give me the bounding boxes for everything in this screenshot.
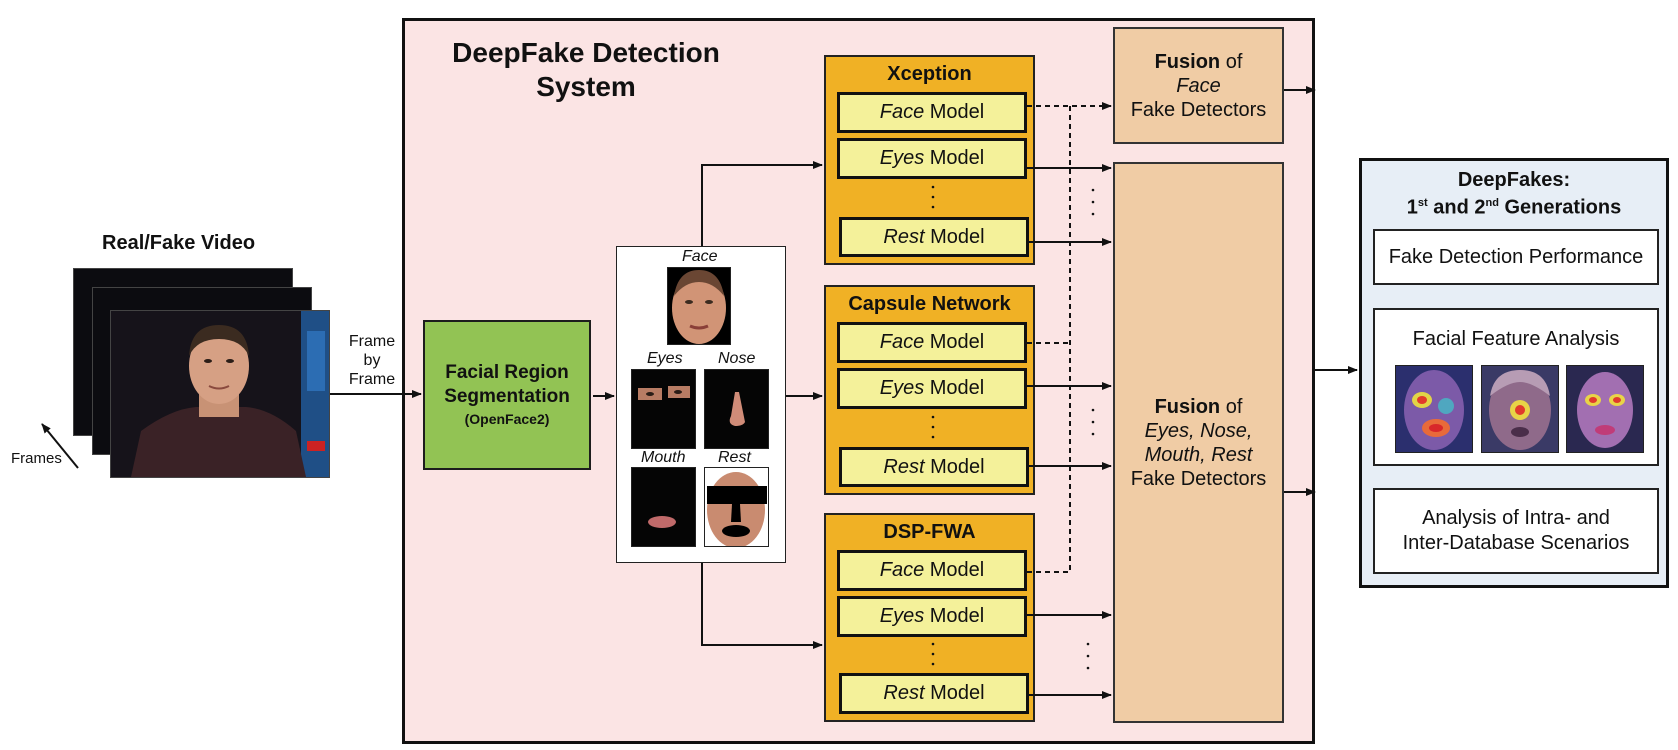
frames-arrow bbox=[41, 423, 79, 469]
result-text: Fake Detection Performance bbox=[1388, 245, 1644, 268]
intra-inter-database-analysis-box: Analysis of Intra- and Inter-Database Sc… bbox=[1373, 488, 1659, 574]
region-label-face: Face bbox=[682, 248, 718, 265]
fusion-regions-box: Fusion of Eyes, Nose, Mouth, Rest Fake D… bbox=[1113, 162, 1284, 723]
region-label-nose: Nose bbox=[718, 350, 756, 367]
result-text-line-2: Inter-Database Scenarios bbox=[1402, 532, 1630, 554]
heatmap-face-3 bbox=[1566, 365, 1644, 453]
frame-by-frame-label: Frame by Frame bbox=[336, 332, 408, 389]
gen-1: 1 bbox=[1406, 196, 1418, 219]
model-word: Model bbox=[929, 605, 985, 627]
results-title-line-2: 1st and 2nd Generations bbox=[1362, 192, 1666, 220]
gen-2-suffix: nd bbox=[1485, 197, 1499, 209]
facial-region-segmentation-box: Facial Region Segmentation (OpenFace2) bbox=[423, 320, 591, 470]
model-region: Eyes bbox=[879, 377, 925, 399]
fusion-of: of bbox=[1225, 50, 1243, 73]
fusion-face-line-1: Fusion of bbox=[1155, 50, 1243, 74]
facial-regions-panel: Face Eyes Nose Mouth Rest bbox=[616, 246, 786, 563]
system-title-line-2: System bbox=[536, 71, 636, 102]
segmentation-line-2: Segmentation bbox=[444, 386, 570, 407]
person-image bbox=[111, 311, 329, 477]
result-text: Facial Feature Analysis bbox=[1412, 328, 1620, 350]
gen-1-suffix: st bbox=[1417, 197, 1428, 209]
results-title-line-1: DeepFakes: bbox=[1457, 169, 1571, 191]
model-region: Rest bbox=[883, 225, 925, 248]
model-word: Model bbox=[930, 225, 985, 248]
fbf-line-2: by bbox=[363, 352, 381, 369]
system-title-line-1: DeepFake Detection bbox=[452, 37, 720, 68]
video-frame-front bbox=[110, 310, 330, 478]
dspfwa-rest-model: Rest Model bbox=[839, 673, 1029, 714]
dspfwa-face-model: Face Model bbox=[837, 550, 1027, 591]
facial-feature-analysis-box: Facial Feature Analysis bbox=[1373, 308, 1659, 466]
fusion-word: Fusion bbox=[1154, 395, 1221, 418]
xception-face-model: Face Model bbox=[837, 92, 1027, 133]
dspfwa-eyes-model: Eyes Model bbox=[837, 596, 1027, 637]
eyes-region-image bbox=[631, 369, 696, 449]
network-title: DSP-FWA bbox=[883, 521, 976, 543]
region-label-eyes: Eyes bbox=[647, 350, 683, 367]
model-region: Rest bbox=[883, 455, 925, 478]
model-word: Model bbox=[929, 101, 985, 123]
fusion-regions-line-2: Eyes, Nose, bbox=[1144, 419, 1253, 442]
video-title: Real/Fake Video bbox=[102, 232, 256, 254]
network-title: Capsule Network bbox=[848, 293, 1011, 315]
gen-tail: Generations bbox=[1498, 196, 1622, 219]
fusion-regions-line-4: Fake Detectors bbox=[1130, 467, 1267, 490]
fusion-regions-line-1: Fusion of bbox=[1155, 395, 1243, 419]
fbf-line-3: Frame bbox=[348, 371, 396, 388]
network-title: Xception bbox=[887, 63, 972, 85]
fusion-face-box: Fusion of Face Fake Detectors bbox=[1113, 27, 1284, 144]
model-word: Model bbox=[930, 455, 985, 478]
fusion-of: of bbox=[1225, 395, 1243, 418]
model-region: Eyes bbox=[879, 147, 925, 169]
frames-label: Frames bbox=[11, 450, 62, 467]
model-region: Face bbox=[879, 101, 925, 123]
xception-rest-model: Rest Model bbox=[839, 217, 1029, 257]
model-word: Model bbox=[929, 147, 985, 169]
results-title: DeepFakes: 1st and 2nd Generations bbox=[1362, 169, 1666, 220]
rest-region-image bbox=[704, 467, 769, 548]
model-word: Model bbox=[929, 377, 985, 399]
heatmap-face-2 bbox=[1481, 365, 1559, 453]
fbf-line-1: Frame bbox=[348, 333, 396, 350]
region-label-rest: Rest bbox=[718, 449, 751, 466]
xception-eyes-model: Eyes Model bbox=[837, 138, 1027, 179]
system-title: DeepFake Detection System bbox=[436, 36, 736, 104]
capsule-face-model: Face Model bbox=[837, 322, 1027, 363]
fusion-face-line-3: Fake Detectors bbox=[1130, 98, 1267, 121]
ellipsis-dots bbox=[931, 185, 1095, 670]
capsule-rest-model: Rest Model bbox=[839, 447, 1029, 487]
face-region-image bbox=[667, 267, 731, 345]
model-word: Model bbox=[929, 559, 985, 581]
gen-and: and 2 bbox=[1427, 196, 1486, 219]
model-region: Face bbox=[879, 331, 925, 353]
model-word: Model bbox=[930, 682, 985, 704]
result-text-line-1: Analysis of Intra- and bbox=[1422, 507, 1610, 529]
heatmap-face-1 bbox=[1395, 365, 1473, 453]
capsule-eyes-model: Eyes Model bbox=[837, 368, 1027, 409]
segmentation-tool: (OpenFace2) bbox=[464, 411, 550, 427]
fusion-word: Fusion bbox=[1154, 50, 1221, 73]
model-region: Eyes bbox=[879, 605, 925, 627]
segmentation-line-1: Facial Region bbox=[445, 362, 569, 383]
fusion-regions-line-3: Mouth, Rest bbox=[1144, 443, 1253, 466]
region-label-mouth: Mouth bbox=[641, 449, 686, 466]
arrow-regions-to-dspfwa bbox=[701, 563, 823, 649]
dashed-dspfwa-face bbox=[1027, 106, 1071, 573]
model-region: Rest bbox=[883, 682, 925, 704]
arrow-regions-to-xception bbox=[701, 161, 823, 246]
model-word: Model bbox=[929, 331, 985, 353]
model-region: Face bbox=[879, 559, 925, 581]
mouth-region-image bbox=[631, 467, 696, 547]
fake-detection-performance-box: Fake Detection Performance bbox=[1373, 229, 1659, 285]
nose-region-image bbox=[704, 369, 769, 449]
deepfakes-results-panel: DeepFakes: 1st and 2nd Generations Fake … bbox=[1359, 158, 1669, 588]
fusion-face-line-2: Face bbox=[1176, 74, 1221, 97]
